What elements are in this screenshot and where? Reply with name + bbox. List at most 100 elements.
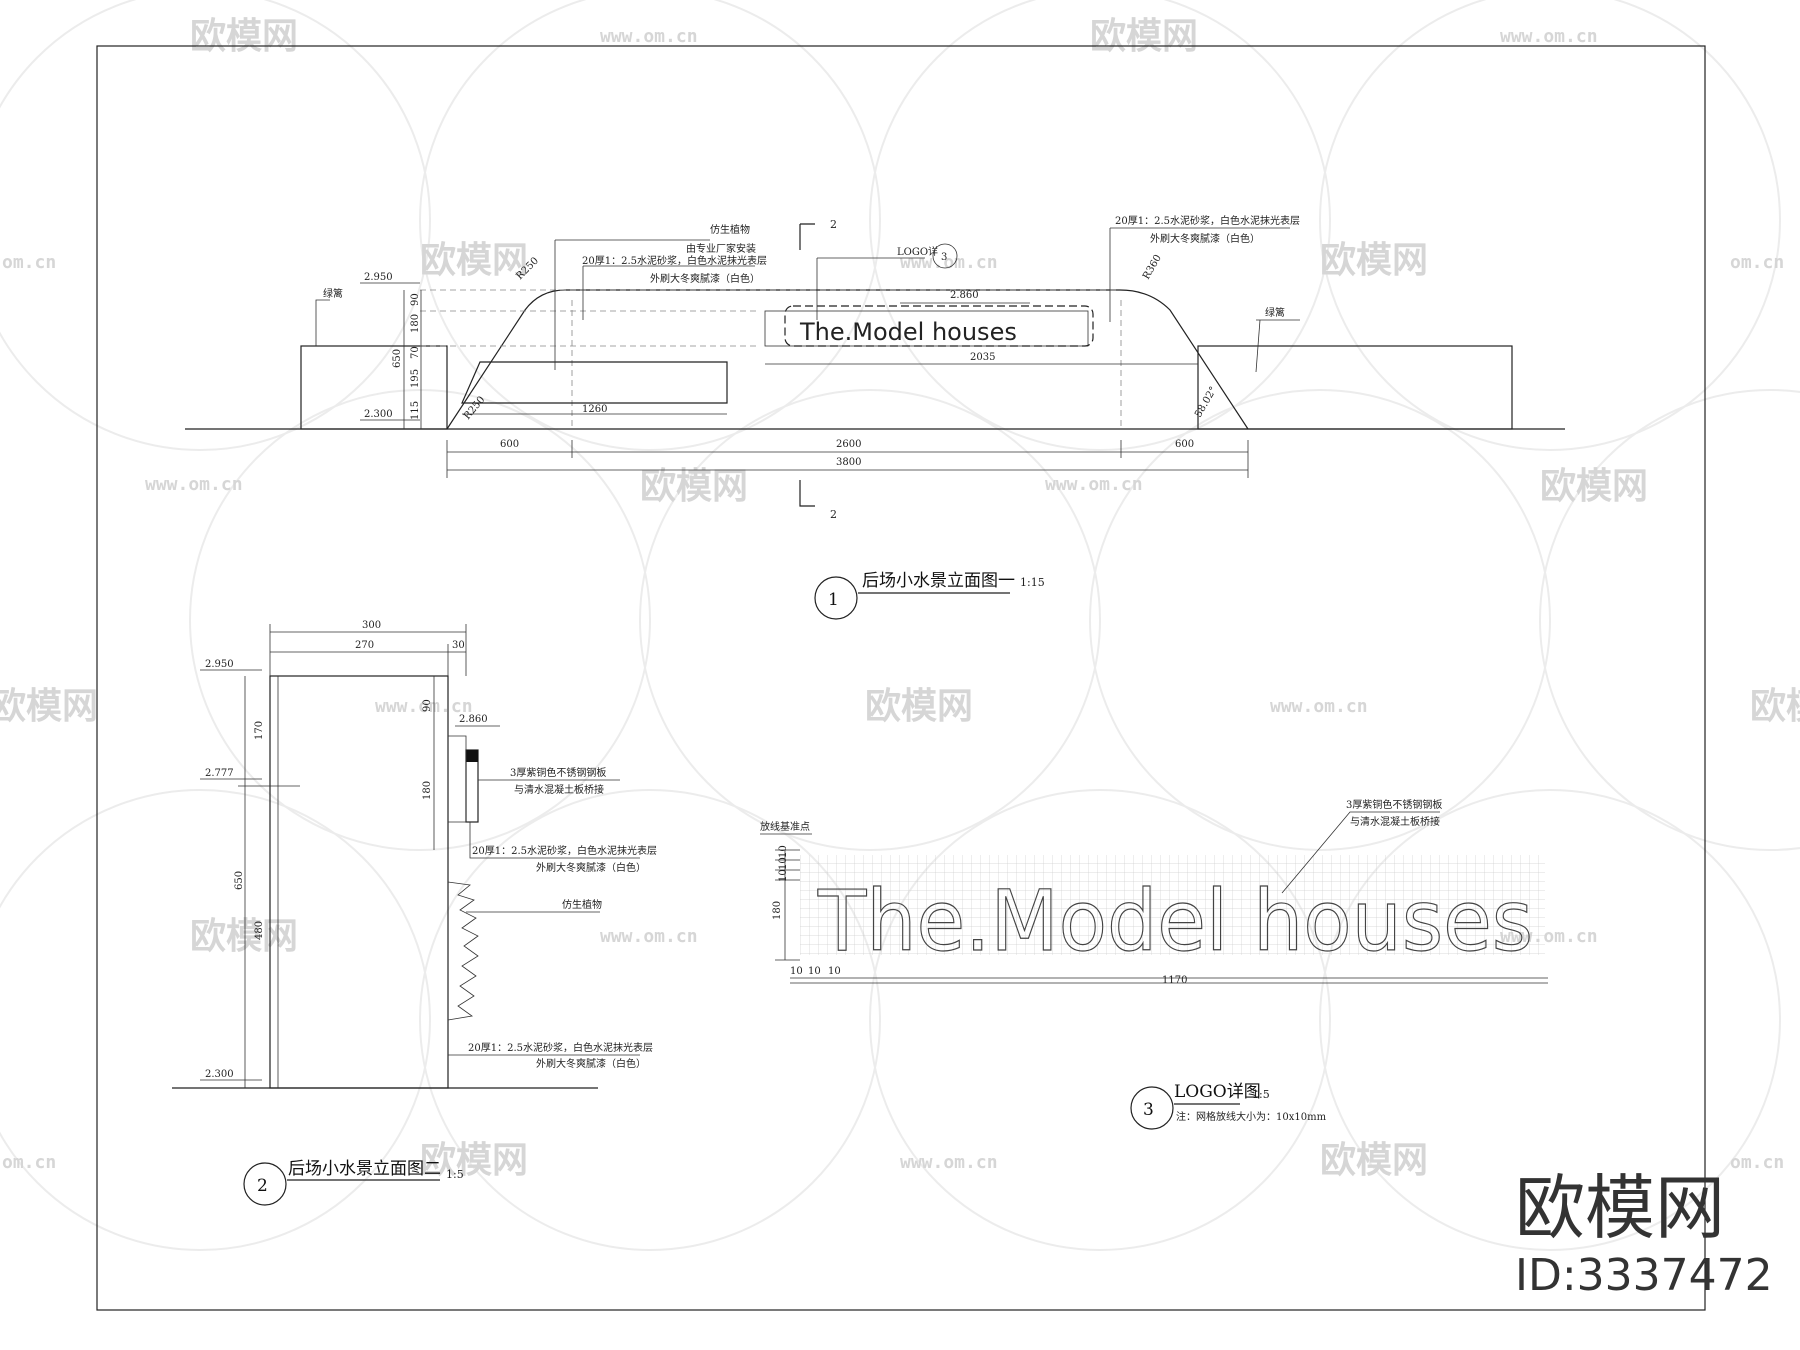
watermark-url: om.cn [2, 1152, 56, 1173]
watermark-url: www.om.cn [600, 26, 698, 47]
plant-profile [447, 881, 479, 1021]
logo-detail-view: The.Model houses 10 10 10 180 10 10 10 1… [760, 798, 1548, 1130]
view-scale: 1:15 [1020, 576, 1045, 589]
height-195: 195 [410, 369, 421, 388]
watermark-logo: 欧模网 [1540, 466, 1648, 507]
dim-600-left: 600 [500, 439, 519, 450]
dim-480: 480 [254, 921, 265, 940]
radius-right: R360 [1141, 253, 1164, 282]
dim-270: 270 [355, 640, 374, 651]
dim-10c: 10 [778, 869, 789, 882]
watermark-url: www.om.cn [900, 252, 998, 273]
radius-bottom: R250 [462, 394, 488, 421]
level-logo: 2.860 [459, 714, 488, 725]
view-number: 2 [257, 1176, 268, 1196]
height-115: 115 [410, 401, 421, 420]
label-plant: 仿生植物 [562, 898, 602, 911]
watermark-logo: 欧模网 [1750, 686, 1800, 727]
level-logo: 2.860 [950, 290, 979, 301]
level-mid: 2.777 [205, 768, 234, 779]
label-mortar-3: 20厚1：2.5水泥砂浆，白色水泥抹光表层 [468, 1041, 653, 1054]
watermark-url: om.cn [1730, 252, 1784, 273]
dim-w10a: 10 [790, 966, 803, 977]
watermark-texts: 欧模网 www.om.cn 欧模网 www.om.cn om.cn 欧模网 ww… [0, 16, 1800, 1181]
brand-id: ID:3337472 [1515, 1250, 1773, 1301]
watermark-logo: 欧模网 [420, 240, 528, 281]
dim-600-right: 600 [1175, 439, 1194, 450]
level-top: 2.950 [364, 272, 393, 283]
planter-hatch [461, 361, 728, 404]
watermark-logo: 欧模网 [865, 686, 973, 727]
dim-650: 650 [234, 871, 245, 890]
label-mortar-1: 20厚1：2.5水泥砂浆，白色水泥抹光表层 [472, 844, 657, 857]
layout-grid [800, 855, 1545, 955]
label-mortar-3: 20厚1：2.5水泥砂浆，白色水泥抹光表层 [1115, 214, 1300, 227]
elevation-view-1: The.Model houses 2035 2.860 1260 600 260… [185, 214, 1565, 620]
watermark-logo: 欧模网 [420, 1140, 528, 1181]
dim-w10b: 10 [808, 966, 821, 977]
level-base: 2.300 [205, 1069, 234, 1080]
grid-note: 注：网格放线大小为：10x10mm [1176, 1110, 1327, 1123]
watermark-url: www.om.cn [900, 1152, 998, 1173]
dim-1260: 1260 [582, 404, 607, 415]
section-mark-top: 2 [830, 218, 837, 231]
watermark-logo: 欧模网 [0, 686, 98, 727]
view-number: 3 [1143, 1100, 1154, 1120]
dim-w10c: 10 [828, 966, 841, 977]
label-plate-2: 与清水混凝土板桥接 [514, 783, 604, 796]
level-base: 2.300 [364, 409, 393, 420]
watermark-url: www.om.cn [1045, 474, 1143, 495]
dim-90: 90 [422, 699, 433, 712]
view-scale: 1:5 [446, 1168, 464, 1181]
label-plate-2: 与清水混凝土板桥接 [1350, 815, 1440, 828]
detail-ref-circle [932, 243, 958, 269]
level-top: 2.950 [205, 659, 234, 670]
watermark-circles [0, 0, 1800, 1251]
logo-detail-ref-label: LOGO详 [897, 245, 938, 258]
label-plant-2: 由专业厂家安装 [686, 242, 756, 255]
label-plate-1: 3厚紫铜色不锈钢钢板 [1346, 798, 1442, 811]
label-mortar-4: 外刷大冬爽腻漆（白色） [1150, 232, 1260, 245]
watermark-logo: 欧模网 [1320, 240, 1428, 281]
logo-outline-text: The.Model houses [817, 872, 1533, 970]
logo-text: The.Model houses [799, 318, 1017, 346]
watermark-url: om.cn [1730, 1152, 1784, 1173]
label-mortar-4: 外刷大冬爽腻漆（白色） [536, 1057, 646, 1070]
dim-170: 170 [254, 721, 265, 740]
watermark-url: www.om.cn [600, 926, 698, 947]
label-mortar-1: 20厚1：2.5水泥砂浆，白色水泥抹光表层 [582, 254, 767, 267]
detail-ref-number: 3 [941, 252, 947, 263]
label-mortar-2: 外刷大冬爽腻漆（白色） [536, 861, 646, 874]
view-title: 后场小水景立面图一 [862, 571, 1015, 591]
dim-2600: 2600 [836, 439, 861, 450]
dim-1170: 1170 [1162, 975, 1187, 986]
copper-plate-top [466, 750, 478, 762]
height-180: 180 [410, 314, 421, 333]
height-70: 70 [410, 346, 421, 359]
view-title: 后场小水景立面图二 [288, 1159, 441, 1179]
watermark-url: om.cn [2, 252, 56, 273]
dim-10a: 10 [778, 845, 789, 858]
wall-section [269, 675, 449, 1089]
view-title: LOGO详图 [1174, 1082, 1261, 1102]
dim-2035: 2035 [970, 352, 995, 363]
sheet-frame [96, 45, 1706, 1311]
view-scale: 1:5 [1252, 1088, 1270, 1101]
dim-180: 180 [422, 781, 433, 800]
view-number: 1 [828, 590, 839, 610]
label-mortar-2: 外刷大冬爽腻漆（白色） [650, 272, 760, 285]
hedge-left [300, 345, 448, 430]
watermark-logo: 欧模网 [1090, 16, 1198, 57]
section-mark-bottom: 2 [830, 508, 837, 521]
dim-300: 300 [362, 620, 381, 631]
dim-30: 30 [452, 640, 465, 651]
dim-10b: 10 [778, 857, 789, 870]
label-base-point: 放线基准点 [760, 820, 810, 833]
watermark-url: www.om.cn [1270, 696, 1368, 717]
view-number-circle [814, 576, 858, 620]
watermark-logo: 欧模网 [1320, 1140, 1428, 1181]
height-650: 650 [392, 349, 403, 368]
label-plant-1: 仿生植物 [710, 223, 750, 236]
label-hedge-right: 绿篱 [1265, 306, 1285, 319]
